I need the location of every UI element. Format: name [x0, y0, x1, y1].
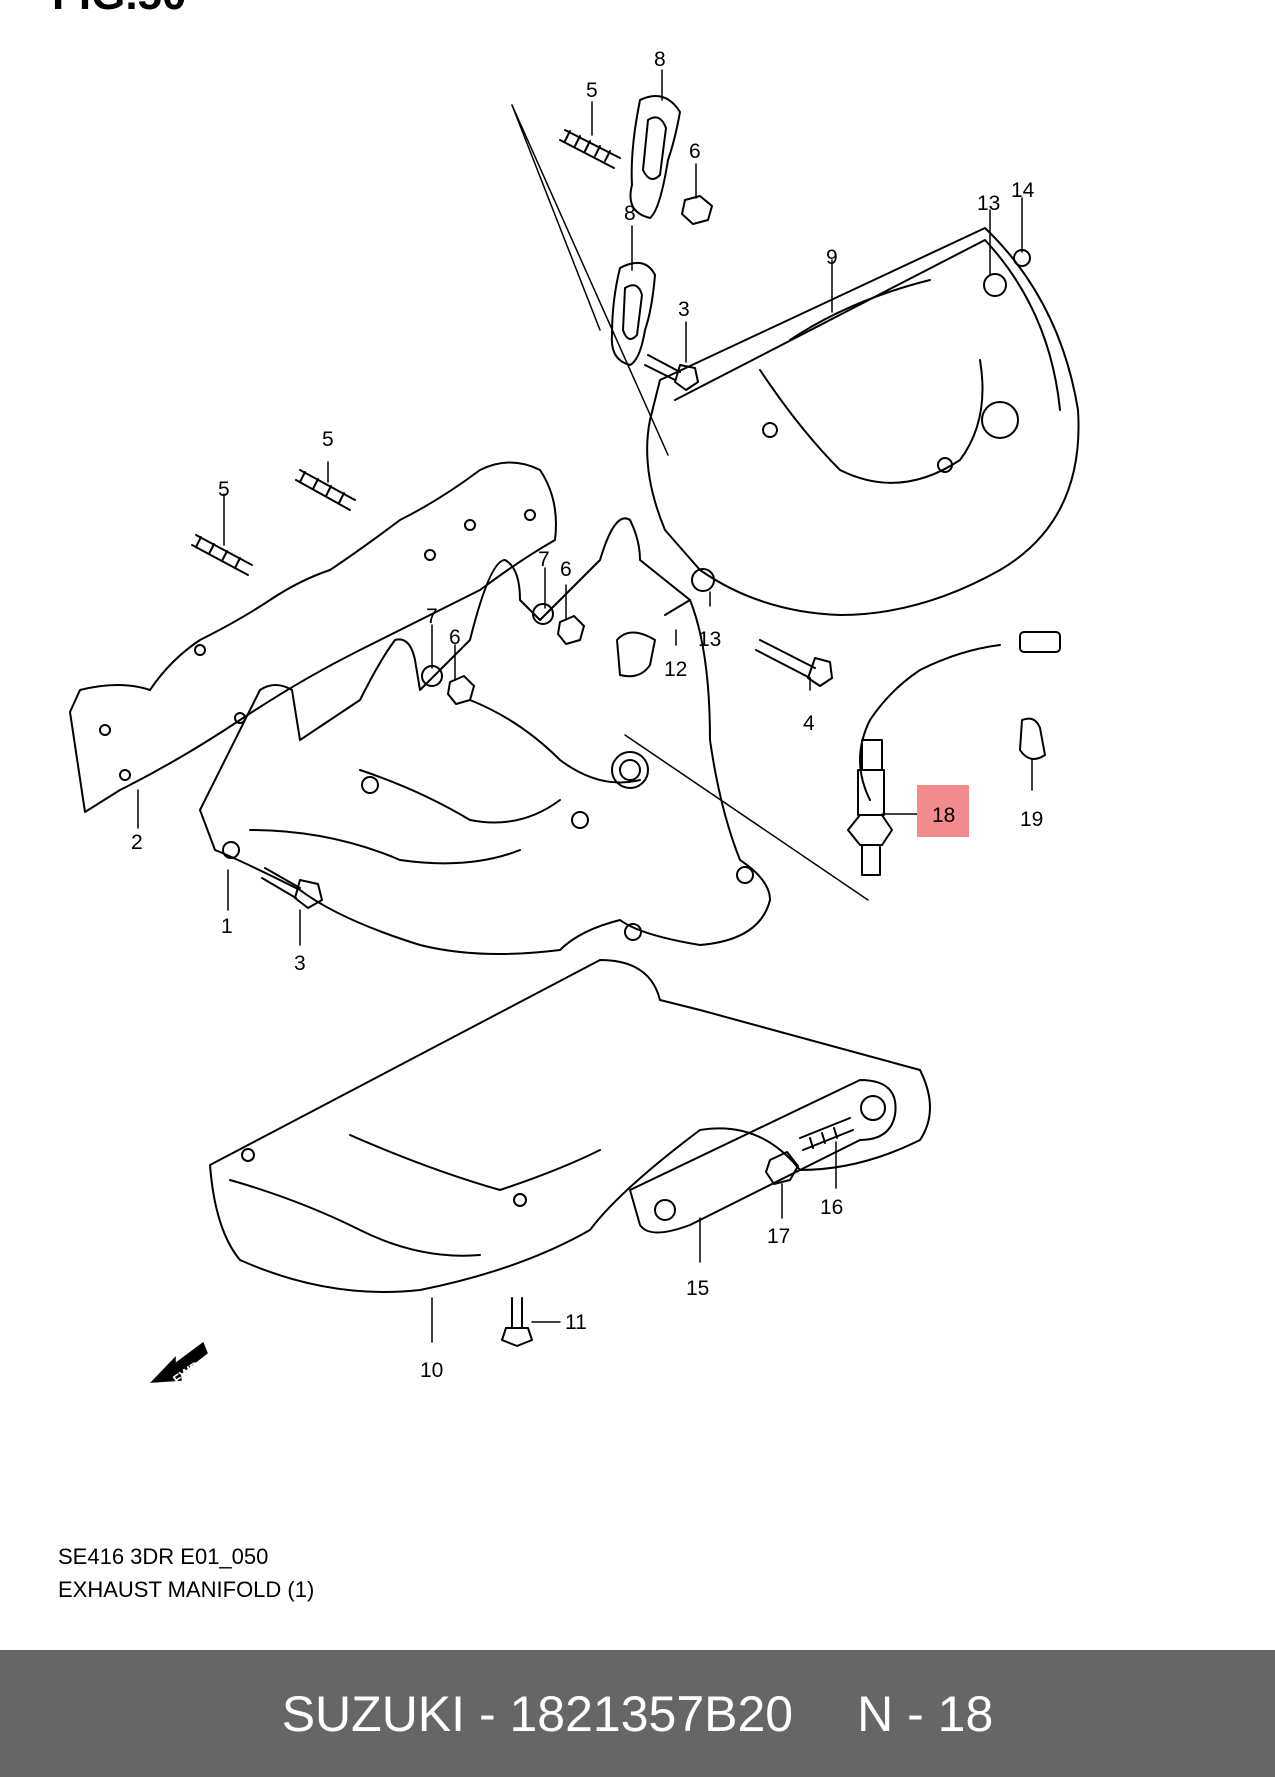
- manifold-gasket: [69, 461, 557, 813]
- fwd-arrow-icon: FWD: [150, 1341, 208, 1387]
- diagram-title: EXHAUST MANIFOLD (1): [58, 1577, 315, 1602]
- part-reference: N - 18: [857, 1685, 994, 1742]
- washer-7a: [532, 603, 554, 625]
- callout-7-right: 7: [538, 548, 550, 571]
- nut-17: [765, 1151, 799, 1185]
- nut-mid: [557, 615, 585, 645]
- callout-1: 1: [221, 915, 233, 938]
- gasket-upper: [629, 95, 681, 219]
- callout-15: 15: [686, 1277, 709, 1300]
- stud-left-b: [191, 534, 253, 576]
- washer-7b: [421, 665, 443, 687]
- callout-5-mid: 5: [322, 428, 334, 451]
- callout-16: 16: [820, 1196, 843, 1219]
- stud-left-a: [295, 469, 356, 511]
- clip-19: [1019, 717, 1046, 760]
- bolt-4: [755, 639, 833, 687]
- callout-18-highlight: [917, 785, 969, 837]
- callout-5-left: 5: [218, 478, 230, 501]
- washer-13a: [983, 273, 1007, 297]
- callout-12: 12: [664, 658, 687, 681]
- stud-16: [799, 1117, 854, 1151]
- heat-shield-lower: [209, 959, 931, 1293]
- stud-upper: [559, 129, 621, 169]
- callout-4: 4: [803, 712, 815, 735]
- exhaust-manifold-diagram: FWD 8 5 6 8 3 9 13 14 5 5 7 6 7 6 12 13 …: [69, 48, 1080, 1387]
- figure-label: FIG.50: [52, 0, 187, 20]
- callout-13-lower: 13: [698, 628, 721, 651]
- spacer-12: [616, 599, 691, 678]
- callout-6-upper: 6: [689, 140, 701, 163]
- callout-18: 18: [932, 804, 955, 827]
- callout-6-right: 6: [560, 558, 572, 581]
- part-number: SUZUKI - 1821357B20: [281, 1685, 794, 1742]
- callout-14: 14: [1011, 179, 1035, 202]
- oxygen-sensor: [847, 631, 1061, 876]
- bolt-upper: [644, 354, 699, 391]
- bolt-left: [261, 867, 323, 909]
- callout-13-upper: 13: [977, 192, 1000, 215]
- callout-19: 19: [1020, 808, 1043, 831]
- callout-5-upper: 5: [586, 79, 598, 102]
- diagram-code: SE416 3DR E01_050: [58, 1544, 269, 1569]
- washer-13b: [691, 568, 715, 592]
- callout-8-lower: 8: [624, 202, 636, 225]
- callout-3-upper: 3: [678, 298, 690, 321]
- exhaust-manifold: [199, 517, 771, 955]
- gasket-lower: [610, 261, 656, 366]
- callout-11: 11: [565, 1311, 587, 1334]
- callout-9: 9: [826, 246, 838, 269]
- bolt-11: [501, 1297, 533, 1347]
- callout-17: 17: [767, 1225, 790, 1248]
- callout-2: 2: [131, 831, 143, 854]
- callout-10: 10: [420, 1359, 443, 1382]
- nut-upper: [681, 195, 713, 225]
- heat-shield-upper: [646, 227, 1080, 616]
- callout-3-lower: 3: [294, 952, 306, 975]
- part-footer: SUZUKI - 1821357B20 N - 18: [0, 1650, 1275, 1777]
- callout-7-left: 7: [426, 605, 438, 628]
- callout-8-upper: 8: [654, 48, 666, 71]
- callout-6-left: 6: [449, 626, 461, 649]
- bracket-15: [629, 1079, 897, 1234]
